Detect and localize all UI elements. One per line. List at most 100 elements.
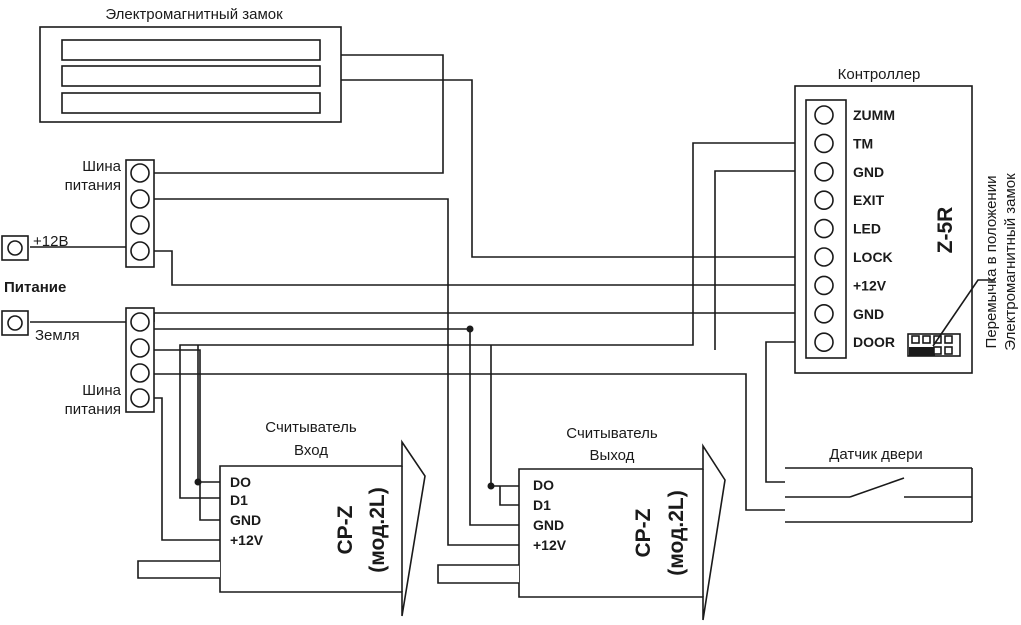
reader-out-title-2: Выход <box>590 447 635 464</box>
wire-lock-to-lock-pin <box>341 79 812 258</box>
bus-top-label-1: Шина <box>82 158 121 175</box>
controller-pin-label: +12V <box>853 277 887 293</box>
jumper-pin-4 <box>944 335 953 344</box>
door-sensor: Датчик двери <box>785 446 973 523</box>
junction-ground <box>466 325 474 333</box>
reader-out-pin-gnd: GND <box>533 517 564 533</box>
reader-out-pin-d1: D1 <box>533 497 551 513</box>
reader-in-model-1: CP-Z <box>334 505 357 554</box>
power-plus-terminal-screw <box>7 240 23 256</box>
bus-bottom-terminal-3 <box>130 363 150 383</box>
power-title: Питание <box>4 279 66 296</box>
bus-top-terminal-2 <box>130 189 150 209</box>
jumper-shunt <box>909 347 935 356</box>
bus-bottom-label-2: питания <box>65 401 121 418</box>
jumper-note-2: Электромагнитный замок <box>1002 173 1019 351</box>
controller-terminal-7 <box>814 275 834 296</box>
wire-bus-to-reader-out-12v <box>154 198 528 546</box>
reader-in-cable <box>137 560 220 579</box>
reader-in-title-2: Вход <box>294 442 328 459</box>
controller-terminal-1 <box>814 105 834 125</box>
bus-top-terminal-3 <box>130 215 150 235</box>
controller-terminal-4 <box>814 190 834 210</box>
door-sensor-title: Датчик двери <box>829 446 923 463</box>
controller-pin-label: GND <box>853 306 884 322</box>
reader-in-pin-do: DO <box>230 474 251 490</box>
wire-gnd-to-readers <box>714 170 812 350</box>
lock-plate-1 <box>61 39 321 61</box>
controller-jumper <box>907 279 995 357</box>
bus-bottom-terminal-4 <box>130 388 150 408</box>
wire-bus-to-reader-in-12v <box>154 397 220 541</box>
controller-terminal-9 <box>814 332 834 353</box>
reader-out-pin-12v: +12V <box>533 537 567 553</box>
reader-in-pin-gnd: GND <box>230 512 261 528</box>
controller-terminal-2 <box>814 133 834 154</box>
controller-terminal-3 <box>814 162 834 182</box>
controller-pin-label: LOCK <box>853 249 893 265</box>
reader-in-pin-d1: D1 <box>230 492 248 508</box>
controller-terminal-8 <box>814 303 834 324</box>
wire-tm-to-reader-in-do <box>197 345 220 483</box>
bus-top-label-2: питания <box>65 177 121 194</box>
wire-tm-to-reader-out <box>490 345 528 487</box>
controller-pin-label: ZUMM <box>853 107 895 123</box>
bus-bottom-terminal-2 <box>130 338 150 358</box>
wire-tm-to-readers <box>179 142 812 499</box>
bus-bottom-label-1: Шина <box>82 382 121 399</box>
jumper-pin-2 <box>922 335 931 344</box>
wire-bus-to-controller-12v <box>154 250 812 286</box>
reader-out-body <box>518 443 726 621</box>
controller-pin-label: TM <box>853 135 873 151</box>
reader-out-pin-do: DO <box>533 477 554 493</box>
controller: Контроллер ZUMMTMGNDEXITLEDLOCK+12VGNDDO… <box>794 66 1019 374</box>
reader-out-model-1: CP-Z <box>632 508 655 557</box>
bottom-power-bus: Шина питания <box>65 307 155 418</box>
reader-out-model-2: (мод.2L) <box>665 490 688 575</box>
controller-pin-label: LED <box>853 221 881 237</box>
jumper-leader <box>932 279 995 347</box>
reader-out-title-1: Считыватель <box>566 425 658 442</box>
controller-pin-label: GND <box>853 164 884 180</box>
wire-lock-to-bus <box>154 54 444 174</box>
junction-reader-in <box>194 478 202 486</box>
electromagnetic-lock: Электромагнитный замок <box>39 6 342 123</box>
bus-top-terminal-4 <box>130 241 150 261</box>
lock-plate-2 <box>61 65 321 87</box>
controller-terminal-5 <box>814 218 834 239</box>
wire-door-to-sensor <box>765 341 812 483</box>
power-ground-label: Земля <box>35 327 80 344</box>
controller-pin-label: DOOR <box>853 334 895 350</box>
power-input: +12В Питание Земля <box>1 233 80 344</box>
controller-terminal-6 <box>814 247 834 267</box>
lock-plate-3 <box>61 92 321 114</box>
reader-in-model-2: (мод.2L) <box>366 487 389 572</box>
reader-in-title-1: Считыватель <box>265 419 357 436</box>
top-power-bus: Шина питания <box>65 158 155 268</box>
jumper-pin-5 <box>933 346 942 355</box>
wire-bus-to-door-sensor <box>154 373 785 511</box>
reader-in-body <box>219 439 426 617</box>
bus-top-terminal-1 <box>130 163 150 183</box>
jumper-note-1: Перемычка в положении <box>983 176 1000 349</box>
wire-ground-to-controller-gnd <box>153 312 812 322</box>
jumper-pin-1 <box>911 335 920 344</box>
power-ground-terminal-screw <box>7 315 23 331</box>
wire-ground-to-reader-out-gnd <box>469 329 528 526</box>
junction-reader-out <box>487 482 495 490</box>
jumper-pin-6 <box>944 346 953 355</box>
controller-model: Z-5R <box>934 207 957 254</box>
controller-title: Контроллер <box>838 66 921 83</box>
reader-out: Считыватель Выход DO D1 GND +12V CP-Z (м… <box>437 425 726 621</box>
bus-bottom-terminal-1 <box>130 312 150 332</box>
reader-in-pin-12v: +12V <box>230 532 264 548</box>
reader-in: Считыватель Вход DO D1 GND +12V CP-Z (мо… <box>137 419 426 617</box>
door-sensor-contact <box>849 477 905 498</box>
wire-bus-to-reader-in-gnd <box>154 349 220 521</box>
power-plus-label: +12В <box>33 233 68 250</box>
wire-junctions <box>194 325 495 490</box>
reader-out-cable <box>437 564 519 584</box>
